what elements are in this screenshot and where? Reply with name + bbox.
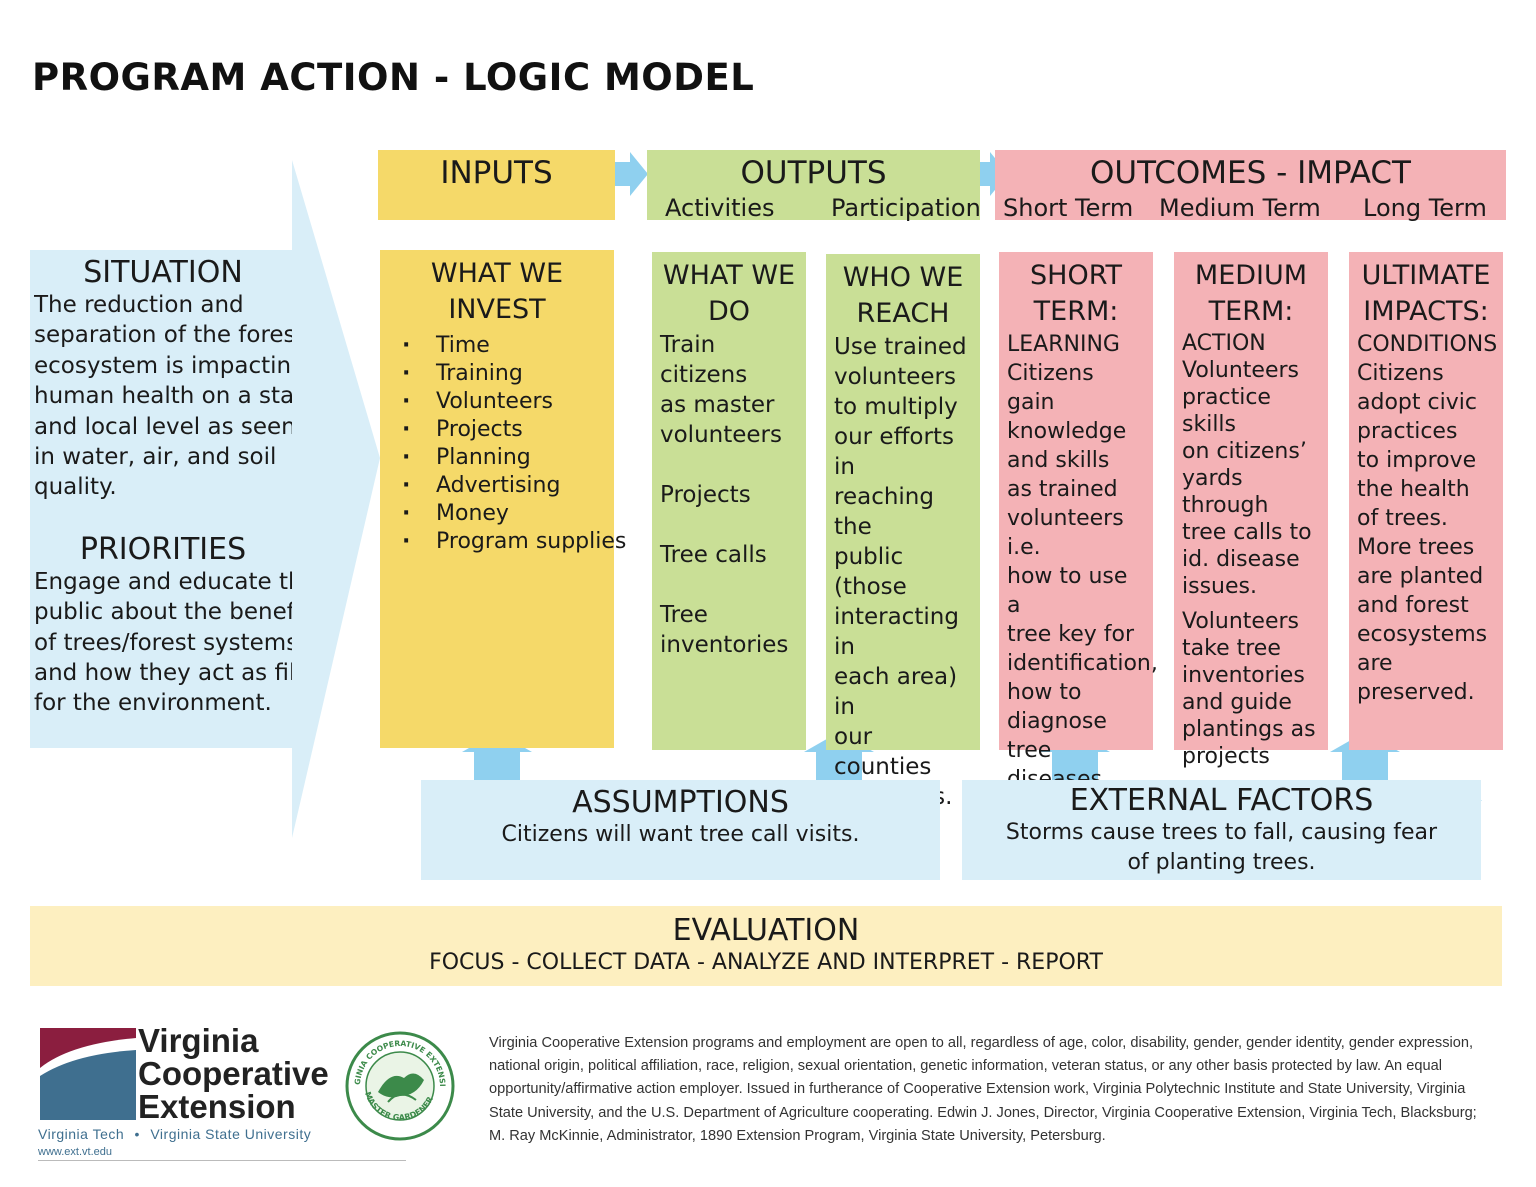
invest-item: Money [388,500,606,528]
do-item: Tree inventories [660,602,789,658]
short-term-box: SHORT TERM: LEARNING Citizens gain knowl… [999,252,1158,792]
vce-logo-line: Cooperative [138,1055,329,1092]
vce-logo-mark-icon [40,1028,136,1120]
external-heading: EXTERNAL FACTORS [1069,783,1374,818]
do-item: Projects [660,482,751,508]
reach-text: Use trained volunteers to multiply our e… [834,334,967,810]
priorities-line: public about the benefit [34,599,292,626]
inputs-header: INPUTS [378,150,615,220]
outputs-header: OUTPUTS Activities Participation [647,150,981,222]
outputs-activities-label: Activities [665,194,775,222]
what-we-do-box: WHAT WE DO Train citizens as master volu… [652,252,806,750]
priorities-heading: PRIORITIES [79,531,247,567]
invest-item: Planning [388,444,606,472]
situation-line: human health on a state [34,383,292,410]
situation-line: ecosystem is impacting [34,352,292,379]
invest-item: Volunteers [388,388,606,416]
do-item: Train citizens as master volunteers [660,332,782,448]
outcomes-short-label: Short Term [1003,194,1134,222]
short-text: LEARNING Citizens gain knowledge and ski… [1007,332,1158,792]
priorities-line: of trees/forest systems [34,629,292,656]
invest-heading: WHAT WE INVEST [430,258,564,325]
outputs-participation-label: Participation [831,194,981,222]
vce-sub-dot: • [134,1126,140,1142]
priorities-line: Engage and educate the [34,568,292,595]
outcomes-label: OUTCOMES - IMPACT [1089,155,1411,191]
priorities-line: and how they act as filte [34,660,292,687]
invest-item: Training [388,360,606,388]
invest-item: Program supplies [388,528,626,556]
vce-url: www.ext.vt.edu [38,1146,406,1161]
assumptions-heading: ASSUMPTIONS [572,785,789,820]
situation-line: The reduction and [34,292,244,318]
medium-heading: MEDIUM TERM: [1194,260,1308,327]
medium-term-box: MEDIUM TERM: ACTION Volunteers practice … [1174,252,1328,769]
invest-item: Projects [388,416,606,444]
what-we-invest-box: WHAT WE INVEST Time Training Volunteers … [380,250,626,748]
master-gardeners-seal-icon: VIRGINIA COOPERATIVE EXTENSION MASTER GA… [344,1030,455,1141]
assumptions-box: ASSUMPTIONS Citizens will want tree call… [421,780,940,880]
outcomes-header: OUTCOMES - IMPACT Short Term Medium Term… [995,150,1506,222]
situation-heading: SITUATION [83,255,243,290]
outcomes-medium-label: Medium Term [1159,194,1321,222]
page-title: PROGRAM ACTION - LOGIC MODEL [32,56,755,99]
situation-line: separation of the forest [34,322,292,349]
vce-logo: Virginia Cooperative Extension Virginia … [38,1024,408,1162]
evaluation-text: FOCUS - COLLECT DATA - ANALYZE AND INTER… [429,950,1103,975]
external-factors-box: EXTERNAL FACTORS Storms cause trees to f… [962,780,1481,880]
evaluation-heading: EVALUATION [672,913,860,948]
who-we-reach-box: WHO WE REACH Use trained volunteers to m… [826,254,980,810]
priorities-line: for the environment. [34,690,272,717]
medium-text: Volunteers take tree inventories and gui… [1182,609,1316,769]
ultimate-text: CONDITIONS Citizens adopt civic practice… [1357,332,1498,705]
evaluation-bar: EVALUATION FOCUS - COLLECT DATA - ANALYZ… [30,906,1502,986]
vce-logo-line: Virginia [138,1022,259,1059]
assumptions-text: Citizens will want tree call visits. [501,822,860,847]
ultimate-heading: ULTIMATE IMPACTS: [1361,260,1491,327]
do-item: Tree calls [660,542,767,568]
reach-heading: WHO WE REACH [842,262,964,329]
situation-line: quality. [34,474,117,501]
footer-disclaimer: Virginia Cooperative Extension programs … [489,1035,1477,1144]
invest-list: Time Training Volunteers Projects Planni… [388,332,626,556]
external-text: Storms cause trees to fall, causing fear… [1005,820,1438,875]
outcomes-long-label: Long Term [1363,194,1487,222]
outputs-label: OUTPUTS [740,155,887,191]
invest-item: Time [388,332,606,360]
short-heading: SHORT TERM: [1030,260,1122,327]
vce-logo-line: Extension [138,1088,296,1125]
invest-item: Advertising [388,472,606,500]
ultimate-impacts-box: ULTIMATE IMPACTS: CONDITIONS Citizens ad… [1349,252,1503,750]
do-heading: WHAT WE DO [662,260,796,327]
medium-text: ACTION Volunteers practice skills on cit… [1182,331,1312,599]
situation-line: in water, air, and soil [34,444,277,471]
situation-arrow [30,160,380,838]
inputs-label: INPUTS [440,155,553,191]
situation-panel: SITUATION The reduction and separation o… [34,256,292,719]
vce-sub-vsu: Virginia State University [150,1126,312,1142]
situation-line: and local level as seen [34,413,292,440]
vce-sub-vt: Virginia Tech [38,1126,125,1142]
